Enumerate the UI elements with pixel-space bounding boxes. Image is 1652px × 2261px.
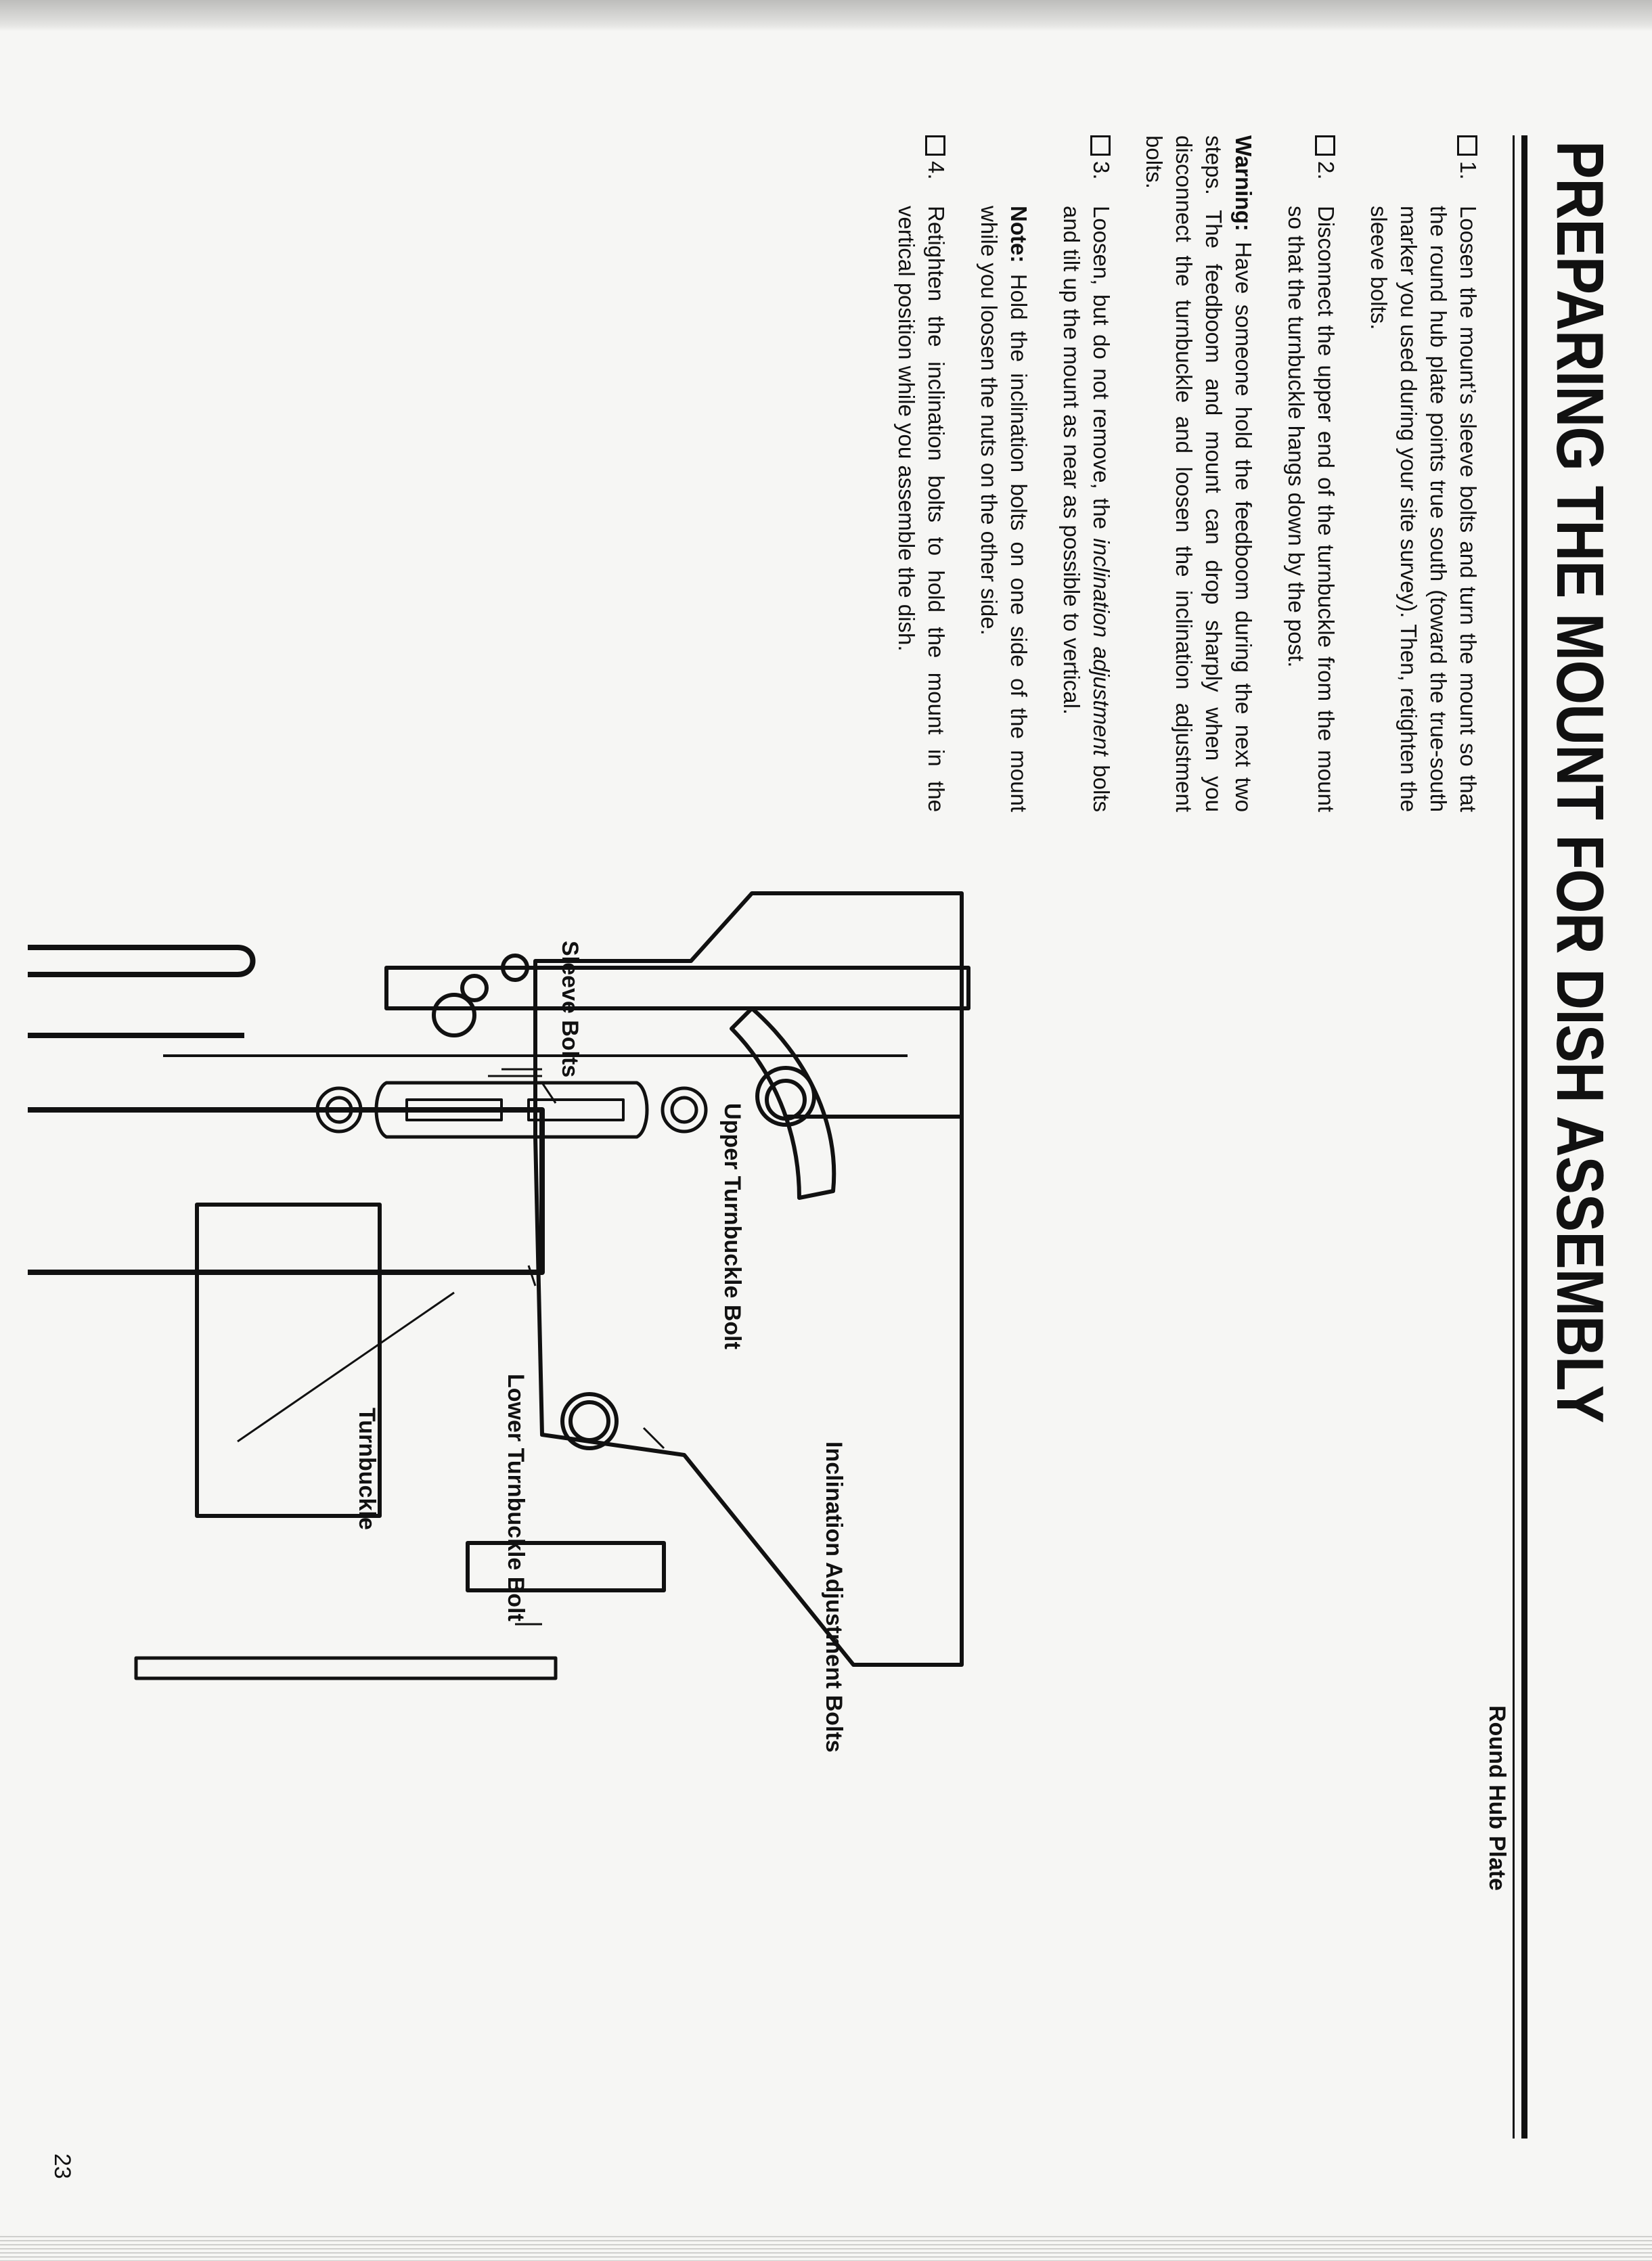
sleeve [28,1107,545,1275]
step-text: Retighten the inclination bolts to hold … [894,206,949,812]
checkbox-icon [1315,135,1335,156]
turnbuckle [315,1081,708,1139]
round-hub-plate [134,1656,558,1680]
checkbox-icon [1090,135,1111,156]
label-lower-turnbuckle-bolt: Lower Turnbuckle Bolt [503,1374,529,1621]
step-text: Disconnect the upper end of the turnbuck… [1284,206,1339,812]
checkbox-icon [1457,135,1477,156]
checkbox-icon [925,135,945,156]
note-label: Note: [1006,206,1031,263]
step-number: 4. [924,161,949,180]
inclination-slot [730,1006,836,1200]
label-sleeve-bolts: Sleeve Bolts [557,941,583,1077]
scan-edge-top [0,0,1652,31]
warning-text: Have someone hold the feedboom during th… [1142,135,1256,812]
note-text: Hold the inclination bolts on one side o… [977,206,1031,812]
upper-arm [384,966,970,1010]
label-inclination-adjustment-bolts: Inclination Adjustment Bolts [821,1441,847,1753]
lower-arm [466,1541,666,1592]
step-2: 2. Disconnect the upper end of the turnb… [1281,135,1341,812]
step-text-italic: inclination adjustment [1089,538,1114,756]
post-pipe [28,945,256,977]
step-text: Loosen the mount’s sleeve bolts and turn… [1366,206,1481,812]
warning-label: Warning: [1231,135,1256,231]
bolt-circle [560,1392,619,1450]
mount-diagram: Round Hub Plate Sleeve Bolts Upper Turnb… [28,891,1510,1891]
bolt-circle [755,1066,816,1127]
bolt-circle [460,974,489,1002]
warning-paragraph: Warning: Have someone hold the feedboom … [1139,135,1258,812]
step-number: 3. [1089,161,1114,180]
label-turnbuckle: Turnbuckle [354,1408,380,1530]
note-paragraph: Note: Hold the inclination bolts on one … [974,135,1033,812]
step-4: 4. Retighten the inclination bolts to ho… [891,135,951,812]
step-text-pre: Loosen, but do not remove, the [1089,206,1114,539]
step-3: 3. Loosen, but do not remove, the inclin… [1056,135,1116,812]
step-1: 1. Loosen the mount’s sleeve bolts and t… [1364,135,1483,812]
leader-lines [237,1068,665,1626]
label-upper-turnbuckle-bolt: Upper Turnbuckle Bolt [719,1103,745,1349]
bolt-circle [568,1400,610,1442]
page-number: 23 [49,2153,75,2179]
step-number: 1. [1456,161,1481,180]
instruction-steps: 1. Loosen the mount’s sleeve bolts and t… [868,135,1483,812]
scan-edge-bottom [0,2233,1652,2261]
hub-tube [195,1203,382,1518]
bolt-circle [501,954,529,982]
label-round-hub-plate: Round Hub Plate [1484,1705,1510,1891]
step-number: 2. [1314,161,1339,180]
mount-side-plate [533,891,964,1667]
bolt-circle [765,1079,807,1121]
bolt-circle [432,993,476,1037]
